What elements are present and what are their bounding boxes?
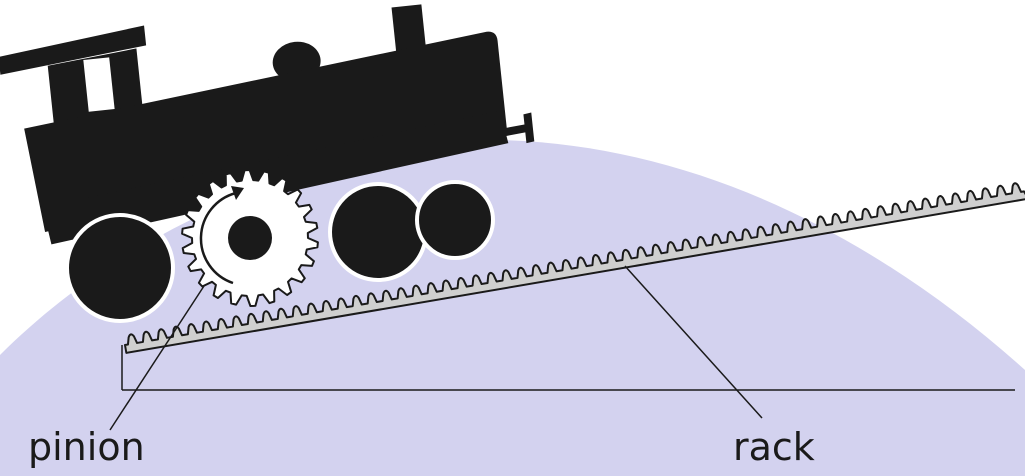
leader-lines	[109, 265, 763, 431]
pinion-label: pinion	[28, 425, 145, 469]
rotation-arrow-icon	[199, 191, 237, 285]
ground-line	[121, 345, 1015, 391]
middle-wheel	[328, 182, 428, 282]
locomotive	[0, 4, 535, 245]
rack-leader	[624, 265, 763, 419]
cab-window	[83, 57, 115, 112]
cab-roof	[0, 25, 147, 75]
rear-wheel	[65, 213, 175, 323]
lower-frame	[42, 110, 509, 245]
pinion-hub	[228, 216, 272, 260]
rack-teeth	[124, 182, 1025, 354]
rack	[124, 182, 1025, 354]
rotation-arrowhead	[231, 186, 244, 200]
chimney	[391, 4, 426, 52]
pinion-leader	[109, 285, 205, 431]
rack-label: rack	[733, 425, 815, 469]
front-wheel	[415, 180, 495, 260]
wheels	[65, 180, 495, 323]
front-buffer	[501, 112, 535, 144]
boiler	[24, 31, 507, 232]
pinion-gear	[181, 169, 319, 307]
